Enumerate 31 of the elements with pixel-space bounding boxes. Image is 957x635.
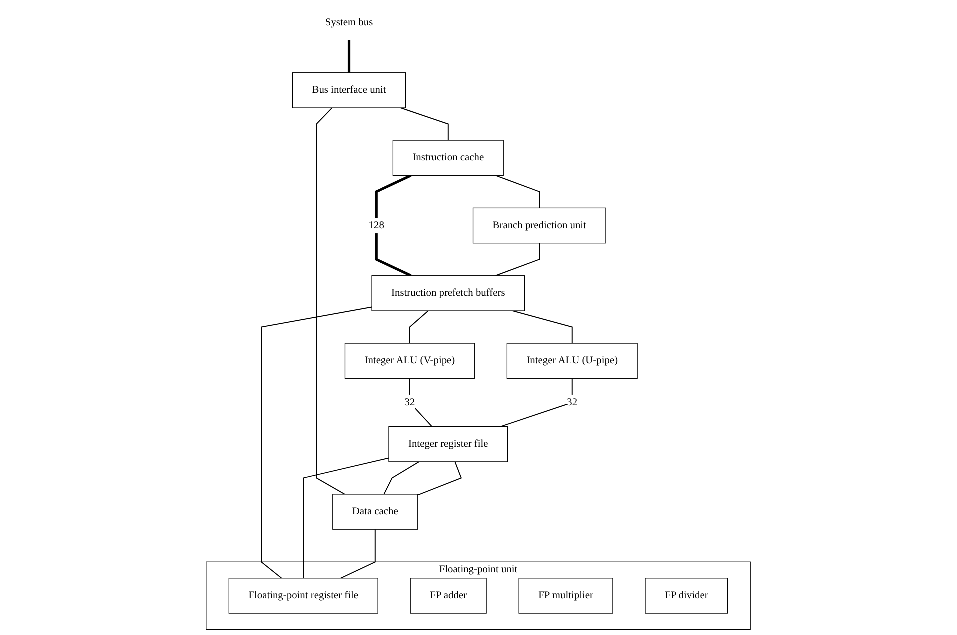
connector (512, 310, 573, 344)
node-box: Integer ALU (V-pipe) (344, 343, 475, 379)
connector (495, 242, 540, 276)
connector (340, 529, 376, 579)
node-text: System bus (325, 16, 374, 28)
node-box: Data cache (332, 494, 418, 530)
edge-label: 32 (567, 396, 578, 408)
connector (409, 310, 429, 344)
connector (384, 461, 420, 495)
connector (316, 108, 346, 495)
connector (375, 174, 412, 278)
node-box: Floating-point register file (228, 578, 378, 614)
edge-label: 32 (404, 396, 416, 408)
connector (417, 461, 462, 496)
connector (348, 40, 351, 73)
connector (400, 108, 449, 142)
node-box: Instruction cache (392, 140, 504, 176)
edge-label: 128 (368, 220, 384, 231)
connector (500, 378, 573, 428)
connector (495, 175, 540, 209)
connector (261, 306, 373, 579)
node-box: Bus interface unit (292, 72, 406, 108)
node-box: Integer ALU (U-pipe) (506, 343, 638, 379)
node-box: Branch prediction unit (472, 208, 606, 244)
node-box: Instruction prefetch buffers (372, 276, 526, 312)
node-box: Integer register file (388, 426, 508, 462)
connector (303, 458, 390, 579)
node-box: FP adder (410, 578, 487, 614)
connector (409, 378, 433, 428)
node-box: FP divider (645, 578, 728, 614)
node-box: FP multiplier (518, 578, 614, 614)
